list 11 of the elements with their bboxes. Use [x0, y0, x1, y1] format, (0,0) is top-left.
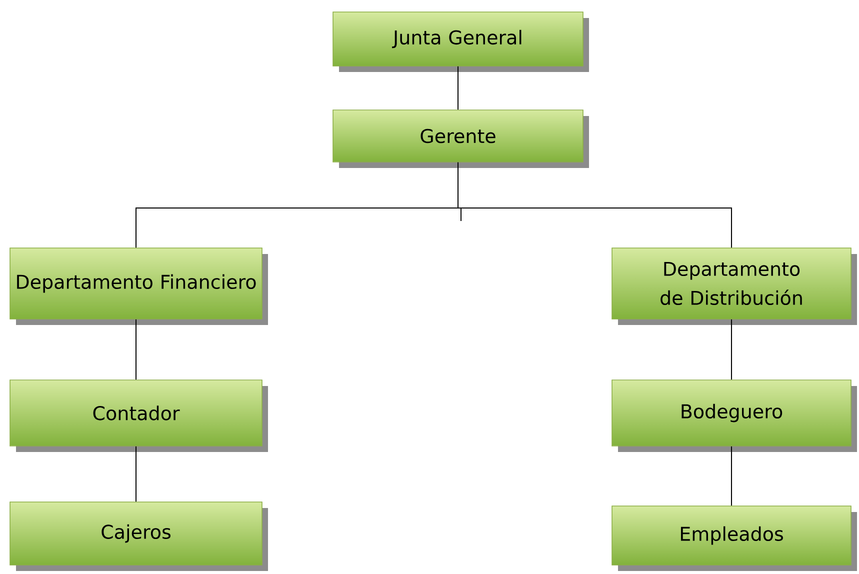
org-box: Departamento Financiero: [10, 248, 268, 325]
org-box: Gerente: [332, 110, 589, 168]
org-box: Empleados: [612, 506, 857, 571]
org-box: Junta General: [332, 12, 589, 72]
org-box: Bodeguero: [612, 380, 857, 452]
org-box: Contador: [10, 380, 268, 452]
org-box: Departamento de Distribución: [612, 248, 857, 325]
connector-line: [731, 318, 732, 380]
connector-line: [458, 162, 732, 248]
connector-line: [731, 446, 732, 506]
org-box: Cajeros: [10, 502, 268, 571]
